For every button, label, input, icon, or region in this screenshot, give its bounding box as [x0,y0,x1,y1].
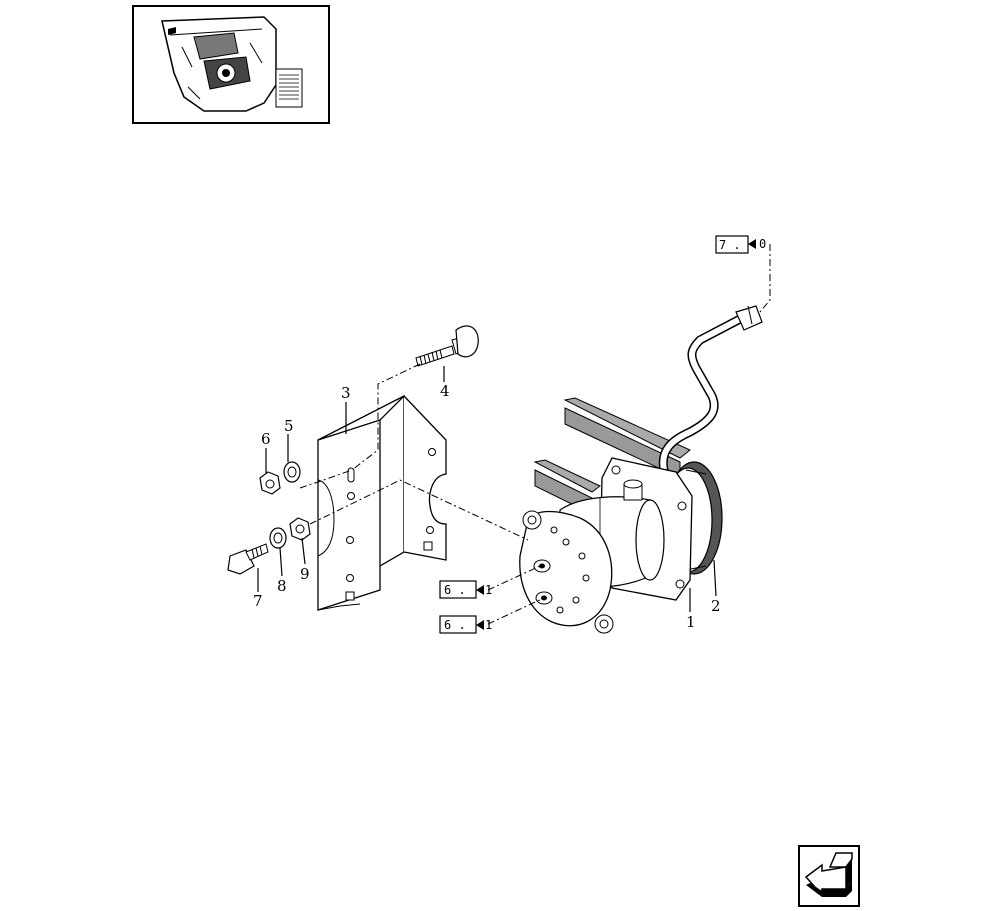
leader-lines [257,366,717,612]
ref-box-mid[interactable]: 6 . 1 [439,580,492,599]
compressor [519,457,723,634]
tractor-cab-icon [161,16,303,112]
location-thumbnail [132,5,330,124]
arrow-next-page-icon [804,852,853,897]
callout-9: 9 [300,565,310,583]
ref-bot-left: 6 . [444,618,466,632]
callout-5: 5 [284,417,294,435]
ref-mid-left: 6 . [444,583,466,597]
nut-and-washer-lower [269,517,311,549]
callout-1: 1 [686,613,696,631]
callout-2: 2 [711,597,721,615]
nut-and-washer-upper [259,461,301,495]
assembly-lines [299,244,771,625]
bolt-long [415,325,479,367]
callout-labels: 1 2 3 4 5 6 7 8 9 [253,382,721,631]
callout-6: 6 [261,430,271,448]
next-page-button[interactable] [798,845,860,907]
ref-box-top[interactable]: 7 . 0 [715,235,766,254]
compressor-pipe [658,305,763,475]
ref-mid-right: 1 [485,583,492,597]
drive-belt-strips [533,397,691,515]
callout-8: 8 [277,577,287,595]
bolt-short [227,543,269,575]
ref-top-left: 7 . [719,238,741,252]
callout-3: 3 [341,384,351,402]
callout-7: 7 [253,592,263,610]
ref-top-right: 0 [759,237,766,251]
callout-4: 4 [440,382,450,400]
mounting-bracket [317,394,447,611]
ref-bot-right: 1 [485,618,492,632]
ref-box-bot[interactable]: 6 . 1 [439,615,492,634]
